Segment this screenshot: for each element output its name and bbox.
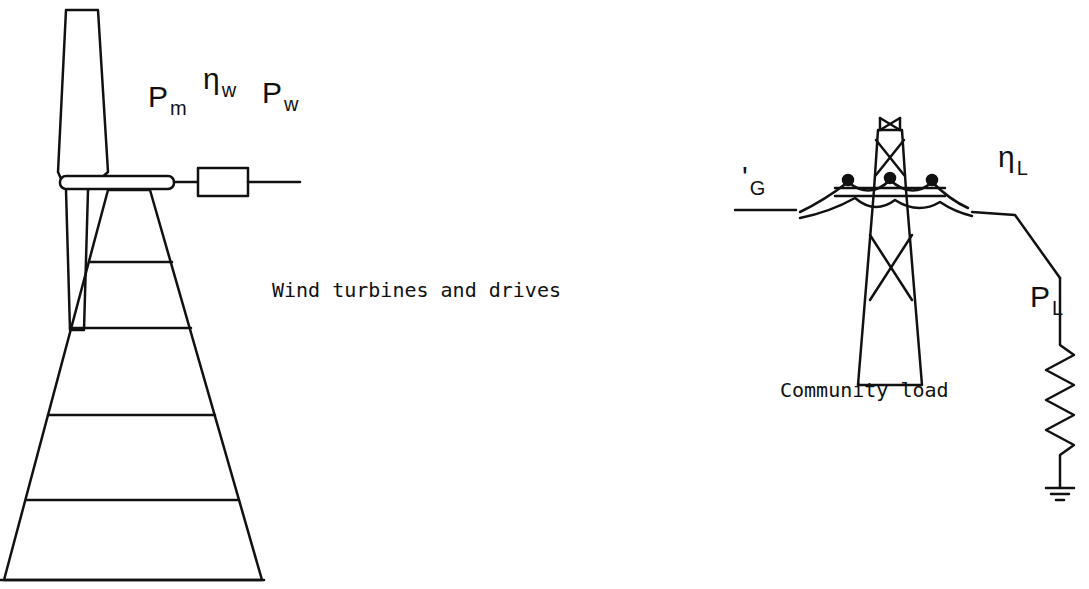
shaft [174, 181, 198, 184]
tower [4, 190, 262, 580]
ground-line [0, 579, 264, 582]
ground-symbol [1046, 488, 1074, 500]
efficiency-symbol: ηw [203, 64, 236, 94]
generator-line [735, 209, 796, 212]
caption-label: Wind turbines and drives [272, 280, 561, 300]
tower-rung [90, 261, 172, 264]
power-symbol: Pm [148, 82, 187, 112]
tower-rung [70, 327, 191, 330]
transmission-tower [858, 130, 922, 385]
power-wire [800, 180, 968, 212]
efficiency-symbol: 'G [742, 162, 765, 192]
tower-brace [876, 140, 904, 175]
tower-tip [880, 118, 900, 130]
cross-arm [835, 188, 945, 196]
tower-rung [48, 414, 215, 417]
tower-rung [26, 499, 239, 502]
drive-box [198, 168, 248, 196]
caption-label: Community load [780, 380, 949, 400]
resistor-symbol [1046, 278, 1074, 488]
efficiency-symbol: ηL [998, 142, 1028, 172]
power-symbol: Pw [262, 78, 298, 108]
tower-brace [870, 235, 912, 300]
output-shaft [248, 181, 300, 184]
power-symbol: PL [1030, 282, 1063, 312]
nacelle [60, 176, 174, 189]
tower-tip [880, 118, 900, 130]
tower-brace [870, 235, 912, 300]
feed-line [972, 212, 1060, 278]
tower-brace [876, 140, 904, 175]
power-wire [800, 198, 972, 218]
